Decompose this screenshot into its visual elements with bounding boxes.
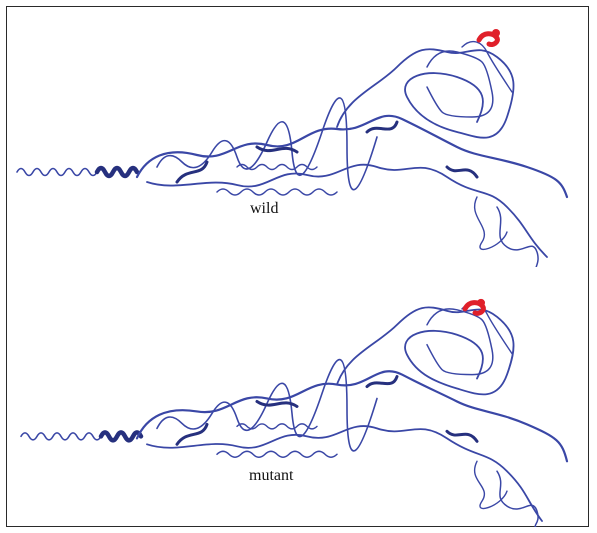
wild-protein-ribbon <box>16 29 569 267</box>
mutant-panel: mutant <box>7 267 588 528</box>
figure-frame: wild mutant <box>6 6 589 527</box>
mutant-label: mutant <box>249 467 294 484</box>
wild-panel: wild <box>7 7 588 267</box>
mutant-protein-ribbon <box>20 298 569 527</box>
wild-label: wild <box>250 200 279 217</box>
